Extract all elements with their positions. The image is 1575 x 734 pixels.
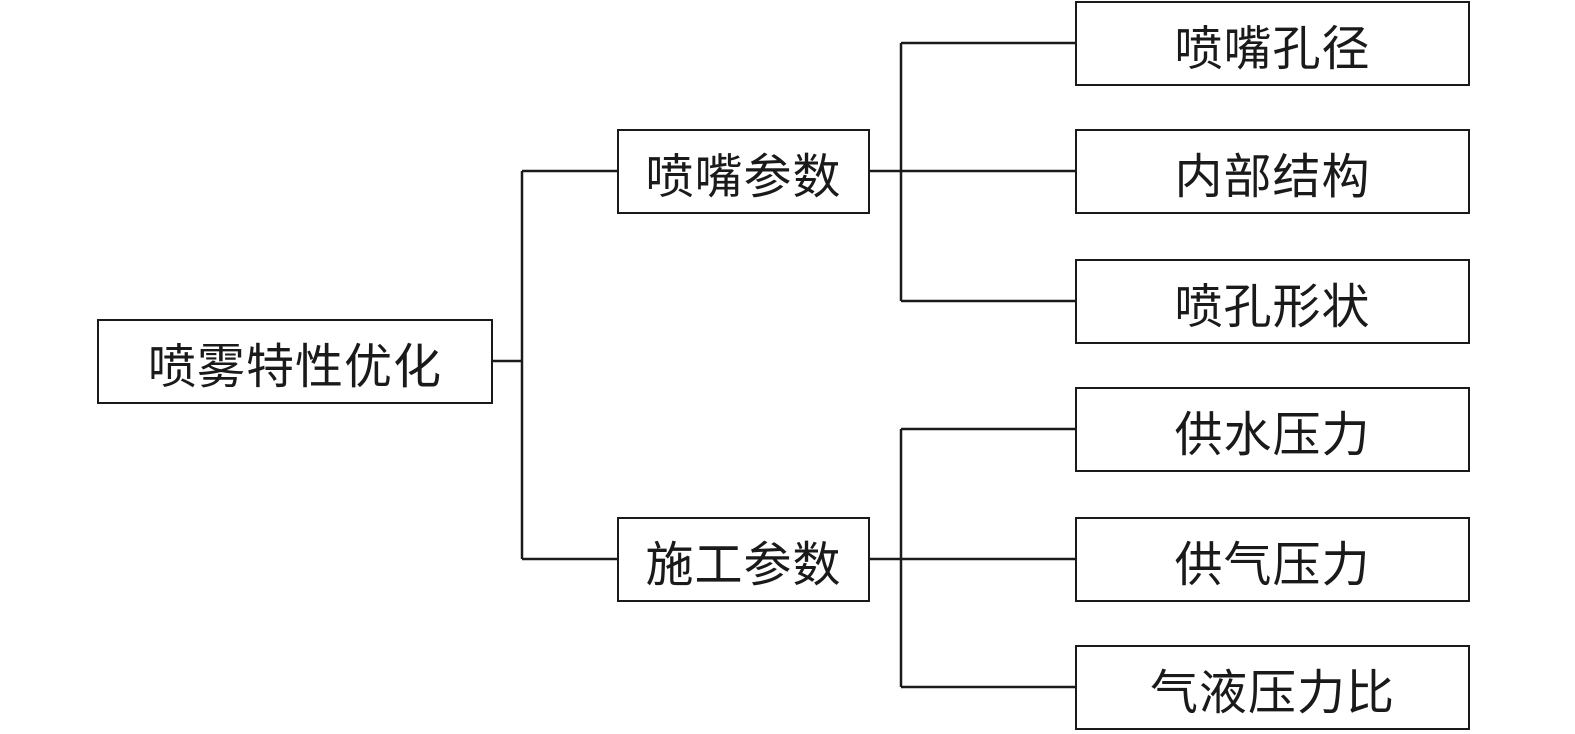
leaf-node-water-pressure: 供水压力 (1075, 387, 1470, 472)
leaf-node-internal-structure: 内部结构 (1075, 129, 1470, 214)
group-node-nozzle-params: 喷嘴参数 (617, 129, 870, 214)
leaf-node-air-pressure: 供气压力 (1075, 517, 1470, 602)
group-node-construction-params: 施工参数 (617, 517, 870, 602)
leaf-node-nozzle-diameter: 喷嘴孔径 (1075, 1, 1470, 86)
root-node: 喷雾特性优化 (97, 319, 493, 404)
leaf-node-orifice-shape: 喷孔形状 (1075, 259, 1470, 344)
leaf-node-gas-liquid-ratio: 气液压力比 (1075, 645, 1470, 730)
